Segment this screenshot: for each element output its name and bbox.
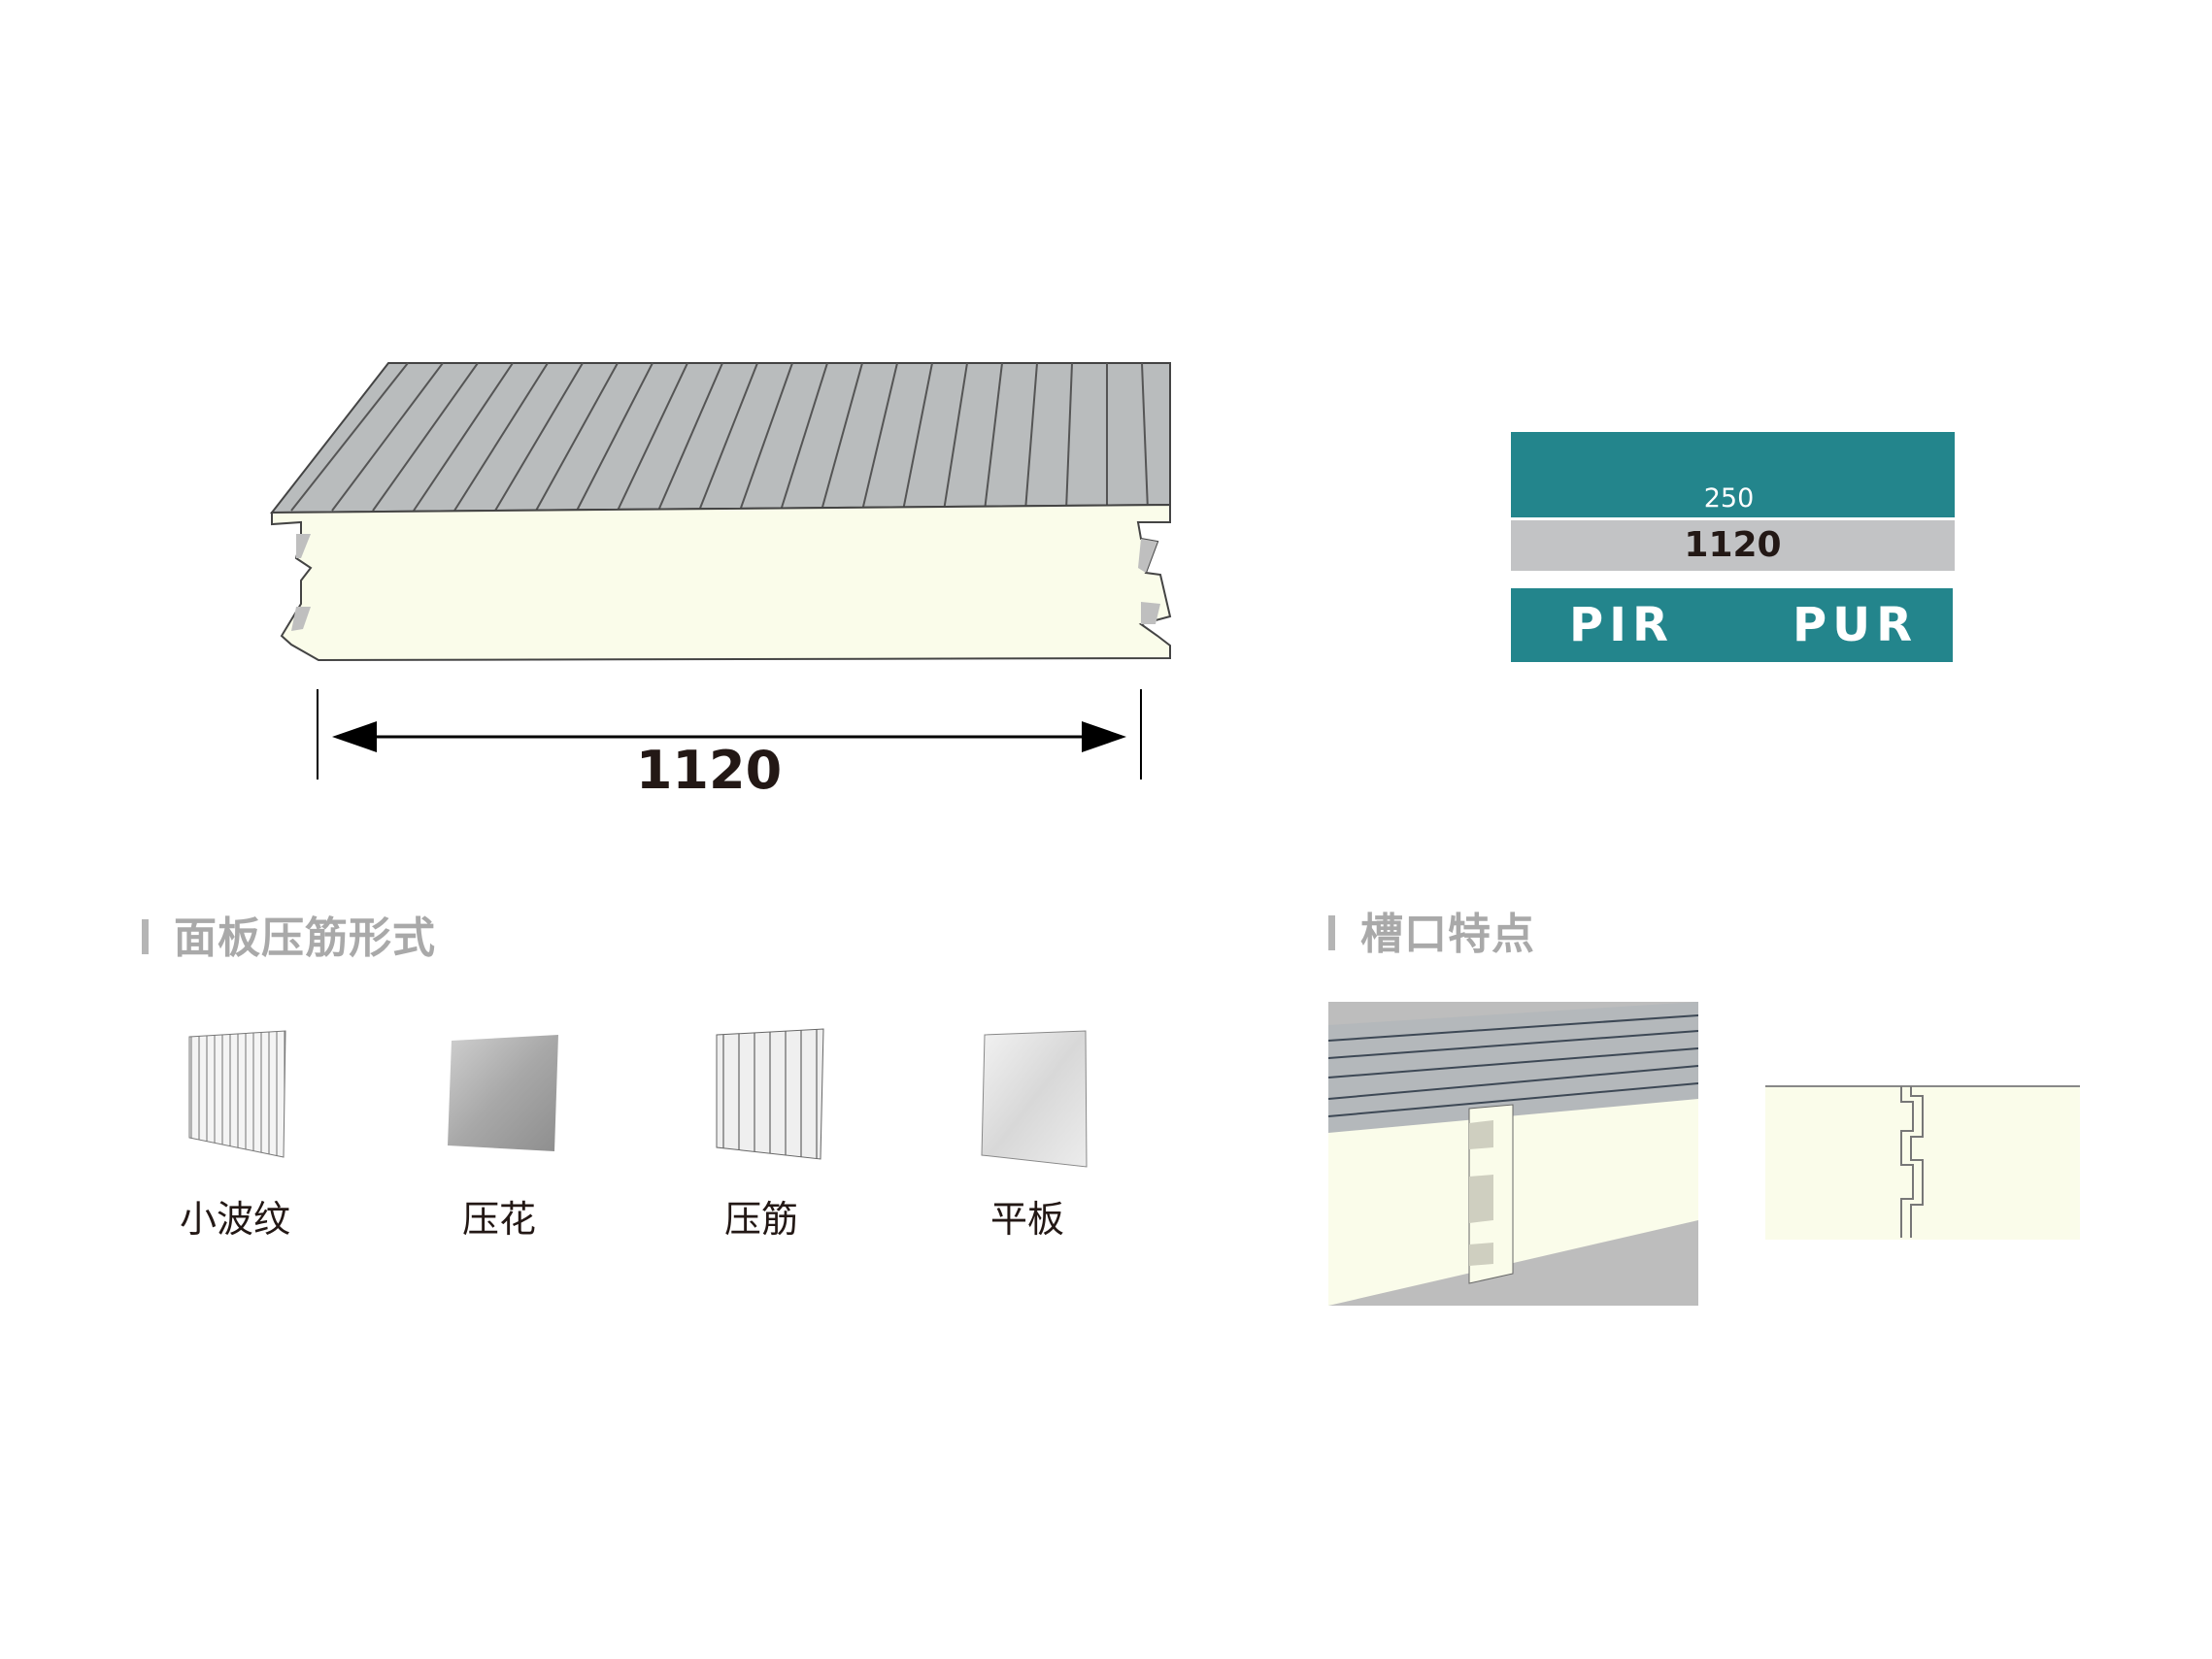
ribbed-icon [716,1028,824,1160]
flat-icon [981,1030,1088,1168]
panel-rib [984,362,1003,512]
panel-rib [943,362,968,512]
panel-rib [494,362,584,512]
width-dimension-line [317,689,1142,780]
width-bar: 1120 [1511,520,1955,571]
panel-rib [902,362,933,512]
panel-rib [1141,362,1149,512]
swatch-label: 压花 [461,1198,536,1241]
swatch-label: 平板 [989,1198,1064,1241]
panel-rib [372,362,479,512]
panel-rib [331,362,444,512]
thickness-bar: 250 [1511,432,1955,517]
title-bar-icon [1328,915,1335,950]
panel-rib [535,362,619,512]
width-dimension-label: 1120 [635,740,783,801]
panel-rib [290,362,409,512]
core-pur: PUR [1793,598,1919,652]
swatch-label: 压筋 [723,1198,798,1241]
surface-section-title: 面板压筋形式 [142,903,436,965]
thickness-value: 250 [1703,483,1755,514]
panel-rib [861,362,898,512]
core-material-bar: PIR PUR [1511,588,1953,662]
small-corrugation-icon [188,1030,286,1158]
panel-rib [1065,362,1073,512]
title-bar-icon [142,919,149,954]
panel-rib [657,362,723,512]
sandwich-panel-illustration [269,362,1172,662]
panel-rib [413,362,514,512]
swatch-label: 小波纹 [179,1198,290,1241]
joint-perspective-image [1328,1002,1698,1306]
joint-section-title: 槽口特点 [1328,899,1535,961]
width-value: 1120 [1684,525,1782,565]
panel-rib [453,362,549,512]
panel-rib [821,362,863,512]
panel-rib [1024,362,1038,512]
panel-rib [617,362,688,512]
panel-rib [739,362,793,512]
panel-rib [576,362,654,512]
core-pir: PIR [1569,598,1674,652]
panel-rib [698,362,758,512]
panel-rib [780,362,828,512]
joint-section-drawing [1765,1085,2080,1240]
embossed-icon [448,1035,558,1151]
